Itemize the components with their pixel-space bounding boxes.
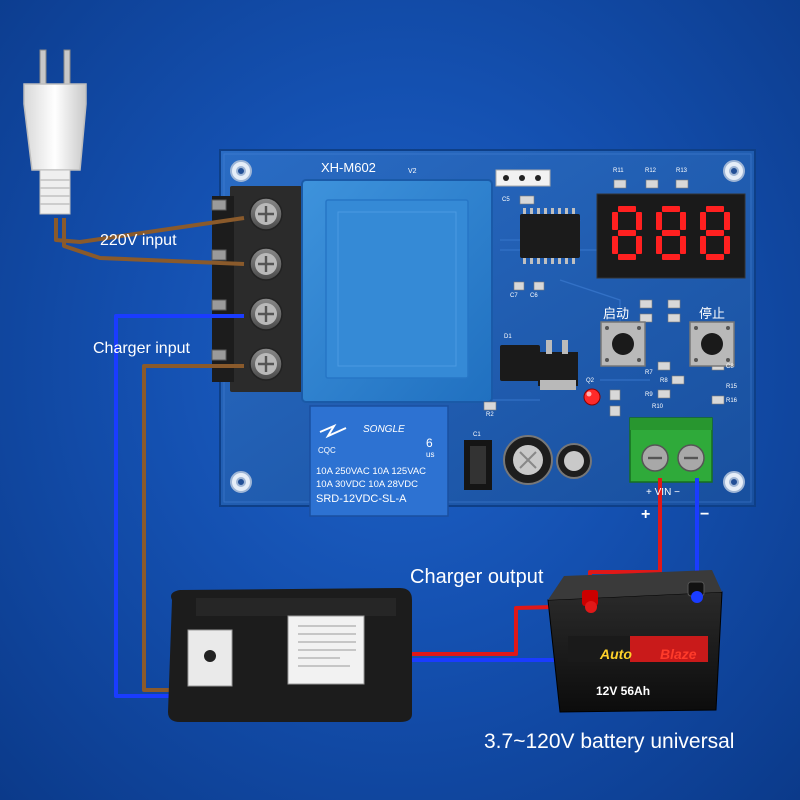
battery-brand-right: Blaze bbox=[660, 646, 697, 662]
ic-chip bbox=[520, 208, 580, 264]
transformer bbox=[301, 179, 493, 403]
display-segment bbox=[612, 212, 618, 230]
electrolytic-capacitor-small bbox=[556, 443, 592, 479]
display-segment bbox=[636, 212, 642, 230]
battery-rating: 12V 56Ah bbox=[596, 684, 651, 698]
ac-plug bbox=[23, 49, 87, 215]
display-segment bbox=[618, 254, 636, 260]
display-segment bbox=[706, 254, 724, 260]
smd-components bbox=[483, 179, 725, 417]
display-segment bbox=[680, 236, 686, 254]
capacitor-c1 bbox=[464, 440, 492, 490]
comp-label: Q2 bbox=[586, 378, 595, 384]
control-board bbox=[211, 149, 756, 517]
charger-output-label: Charger output bbox=[410, 566, 544, 588]
comp-label: C8 bbox=[726, 364, 734, 370]
terminal-plus-label: + bbox=[641, 506, 651, 523]
display-segment bbox=[656, 236, 662, 254]
relay-rating-us: us bbox=[426, 450, 435, 459]
terminal-minus-label: − bbox=[700, 506, 710, 523]
display-segment bbox=[618, 206, 636, 212]
screw bbox=[249, 197, 283, 231]
relay-model: SRD-12VDC-SL-A bbox=[316, 493, 407, 505]
charger-power-supply bbox=[168, 588, 412, 722]
electrolytic-capacitor-large bbox=[503, 435, 553, 485]
comp-label: R9 bbox=[645, 392, 653, 398]
display-segment bbox=[706, 230, 724, 236]
comp-label: D1 bbox=[504, 334, 512, 340]
screw-terminal-block bbox=[211, 186, 302, 392]
comp-label: R13 bbox=[676, 168, 688, 174]
relay-spec-line1: 10A 250VAC 10A 125VAC bbox=[316, 466, 427, 477]
comp-label: C1 bbox=[473, 432, 481, 438]
comp-label: R8 bbox=[660, 378, 668, 384]
display-segment bbox=[680, 212, 686, 230]
display-segment bbox=[724, 236, 730, 254]
start-button[interactable] bbox=[600, 321, 646, 367]
comp-label: R16 bbox=[726, 398, 738, 404]
seven-segment-display bbox=[596, 193, 746, 279]
comp-label: R2 bbox=[486, 412, 494, 418]
comp-label: R11 bbox=[613, 168, 624, 174]
board-version-label: V2 bbox=[408, 168, 417, 175]
bridge-rectifier bbox=[500, 340, 578, 390]
relay-rating-number: 6 bbox=[426, 436, 433, 450]
display-segment bbox=[636, 236, 642, 254]
display-segment bbox=[662, 230, 680, 236]
display-segment bbox=[618, 230, 636, 236]
display-segment bbox=[706, 206, 724, 212]
pin-header bbox=[495, 169, 551, 187]
battery-output-terminal bbox=[629, 417, 713, 483]
display-segment bbox=[662, 206, 680, 212]
ac-input-label: 220V input bbox=[100, 232, 177, 249]
start-button-label: 启动 bbox=[603, 306, 630, 321]
display-segment bbox=[656, 212, 662, 230]
mounting-holes bbox=[230, 160, 745, 493]
comp-label: R10 bbox=[652, 404, 664, 410]
relay bbox=[309, 405, 449, 517]
relay-brand: SONGLE bbox=[363, 424, 405, 435]
car-battery bbox=[547, 570, 723, 713]
comp-label: C6 bbox=[530, 293, 538, 299]
display-segment bbox=[700, 236, 706, 254]
battery-range-label: 3.7~120V battery universal bbox=[484, 730, 735, 753]
stop-button[interactable] bbox=[689, 321, 735, 367]
comp-label: R15 bbox=[726, 384, 738, 390]
led-red bbox=[583, 388, 601, 406]
comp-label: C5 bbox=[502, 197, 510, 203]
comp-label: R7 bbox=[645, 370, 653, 376]
board-model-label: XH-M602 bbox=[321, 160, 376, 175]
stop-button-label: 停止 bbox=[699, 306, 726, 321]
display-segment bbox=[612, 236, 618, 254]
charger-input-wires bbox=[114, 314, 244, 698]
display-segment bbox=[700, 212, 706, 230]
display-segment bbox=[724, 212, 730, 230]
ac-input-wires bbox=[54, 216, 245, 266]
battery-brand-left: Auto bbox=[600, 646, 632, 662]
display-segment bbox=[662, 254, 680, 260]
relay-cqc-mark: CQC bbox=[318, 446, 336, 455]
comp-label: C7 bbox=[510, 293, 518, 299]
charger-input-label: Charger input bbox=[93, 340, 190, 357]
relay-spec-line2: 10A 30VDC 10A 28VDC bbox=[316, 479, 418, 490]
comp-label: R12 bbox=[645, 168, 657, 174]
vin-label: + VIN − bbox=[646, 487, 680, 498]
